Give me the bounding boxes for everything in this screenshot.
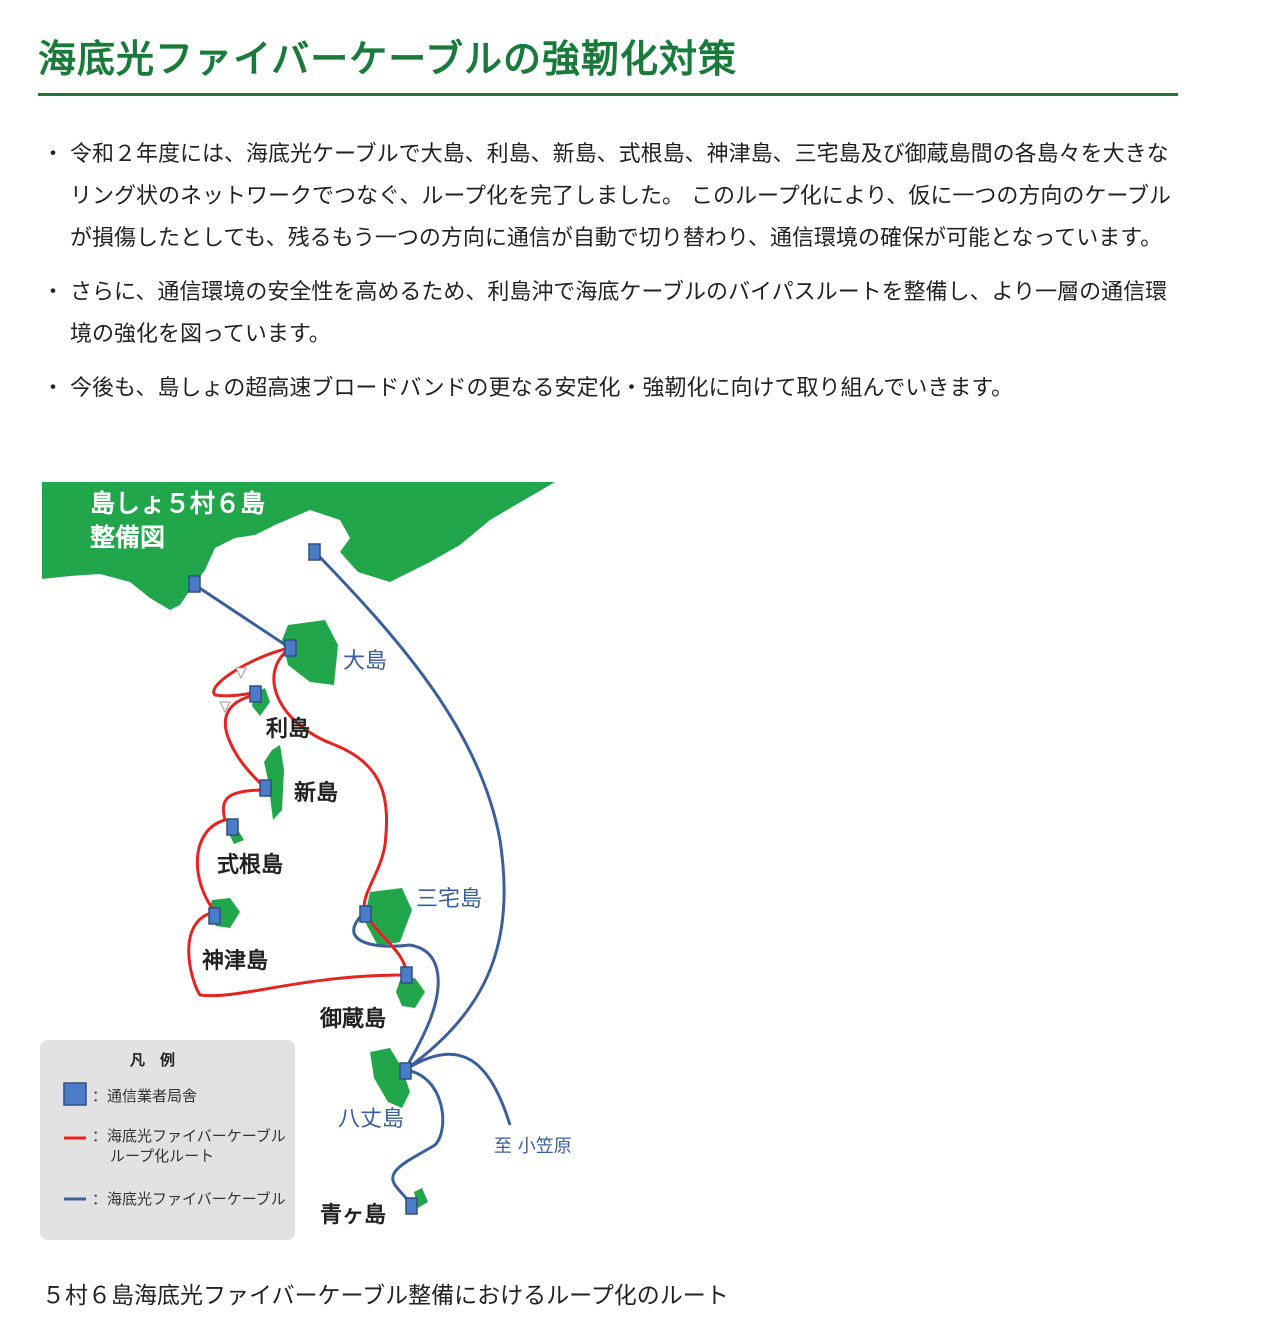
station-markers [188, 543, 418, 1215]
station-icon [259, 779, 272, 797]
label-miyakejima: 三宅島 [416, 887, 482, 912]
station-icon [359, 905, 372, 923]
station-icon [208, 907, 221, 925]
legend-title: 凡 例 [130, 1051, 175, 1069]
bullet-text: 今後も、島しょの超高速ブロードバンドの更なる安定化・強靭化に向けて取り組んでいき… [70, 376, 1014, 401]
list-item: ・令和２年度には、海底光ケーブルで大島、利島、新島、式根島、神津島、三宅島及び御… [42, 134, 1182, 260]
cable-hachijo-aogashima [391, 1068, 445, 1206]
niijima-island [264, 745, 284, 820]
label-shikinejima: 式根島 [217, 852, 283, 878]
label-hachijojima: 八丈島 [338, 1107, 404, 1132]
bullet-text: 令和２年度には、海底光ケーブルで大島、利島、新島、式根島、神津島、三宅島及び御蔵… [70, 142, 1172, 251]
map-title: 島しょ５村６島 [90, 489, 265, 518]
bypass-triangle-icon [219, 701, 231, 714]
station-icon [308, 543, 321, 561]
cable-to-ogasawara [404, 1052, 512, 1126]
station-icon [400, 966, 413, 984]
bypass-triangle-icon [235, 667, 247, 680]
station-icon [188, 575, 201, 593]
list-item: ・今後も、島しょの超高速ブロードバンドの更なる安定化・強靭化に向けて取り組んでい… [42, 368, 1182, 410]
legend-loop-label: ：海底光ファイバーケーブル [92, 1127, 286, 1145]
label-aogashima: 青ヶ島 [320, 1202, 386, 1228]
cable-mainland-oshima [194, 583, 291, 650]
page-title: 海底光ファイバーケーブルの強靭化対策 [38, 37, 737, 81]
label-mikurajima: 御蔵島 [319, 1006, 386, 1032]
station-icon [249, 685, 262, 703]
station-icon [405, 1197, 418, 1215]
loop-cable-lines [187, 646, 409, 998]
station-icon [226, 818, 239, 836]
legend-background [40, 1040, 295, 1240]
label-kozushima: 神津島 [202, 948, 268, 974]
bullet-icon: ・ [42, 142, 65, 167]
label-toshima: 利島 [266, 716, 310, 742]
legend-loop-label-2: ループ化ルート [110, 1147, 214, 1165]
cable-lines [194, 550, 512, 1206]
title-divider [38, 93, 1178, 96]
label-oshima: 大島 [343, 649, 387, 674]
bullet-text: さらに、通信環境の安全性を高めるため、利島沖で海底ケーブルのバイパスルートを整備… [70, 280, 1168, 347]
label-niijima: 新島 [294, 780, 338, 806]
loop-oshima-east-to-miyake [272, 646, 389, 913]
legend-station-label: ：通信業者局舎 [92, 1087, 197, 1105]
station-icon [399, 1062, 412, 1080]
oshima-island [282, 620, 338, 685]
list-item: ・さらに、通信環境の安全性を高めるため、利島沖で海底ケーブルのバイパスルートを整… [42, 272, 1182, 356]
hachijojima-island [370, 1048, 410, 1108]
legend-cable-label: ：海底光ファイバーケーブル [92, 1190, 286, 1208]
loop-oshima-toshima-outer [212, 646, 291, 698]
cable-mainland-hachijo [313, 550, 506, 1072]
bullet-list: ・令和２年度には、海底光ケーブルで大島、利島、新島、式根島、神津島、三宅島及び御… [42, 134, 1182, 422]
label-to-ogasawara: 至 小笠原 [494, 1136, 572, 1157]
cable-miyake-mikura-hachijo [352, 910, 440, 1071]
map-title: 整備図 [90, 523, 165, 552]
loop-toshima-niijima-shikine-kozu [187, 693, 406, 998]
mainland-landmass [42, 482, 555, 610]
cable-route-map: 島しょ５村６島 整備図 大島 利島 新島 式根島 神津島 三宅島 御蔵島 八丈島… [40, 482, 572, 1240]
mikurajima-island [396, 978, 425, 1008]
peninsula-landmass [352, 510, 395, 550]
figure-caption: ５村６島海底光ファイバーケーブル整備におけるループ化のルート [42, 1283, 729, 1309]
legend-station-icon [63, 1082, 87, 1106]
miyakejima-island [364, 888, 412, 946]
bullet-icon: ・ [42, 280, 65, 305]
bullet-icon: ・ [42, 376, 65, 401]
map-legend: 凡 例 ：通信業者局舎 ：海底光ファイバーケーブル ループ化ルート ：海底光ファ… [40, 1040, 295, 1240]
station-icon [284, 639, 297, 657]
